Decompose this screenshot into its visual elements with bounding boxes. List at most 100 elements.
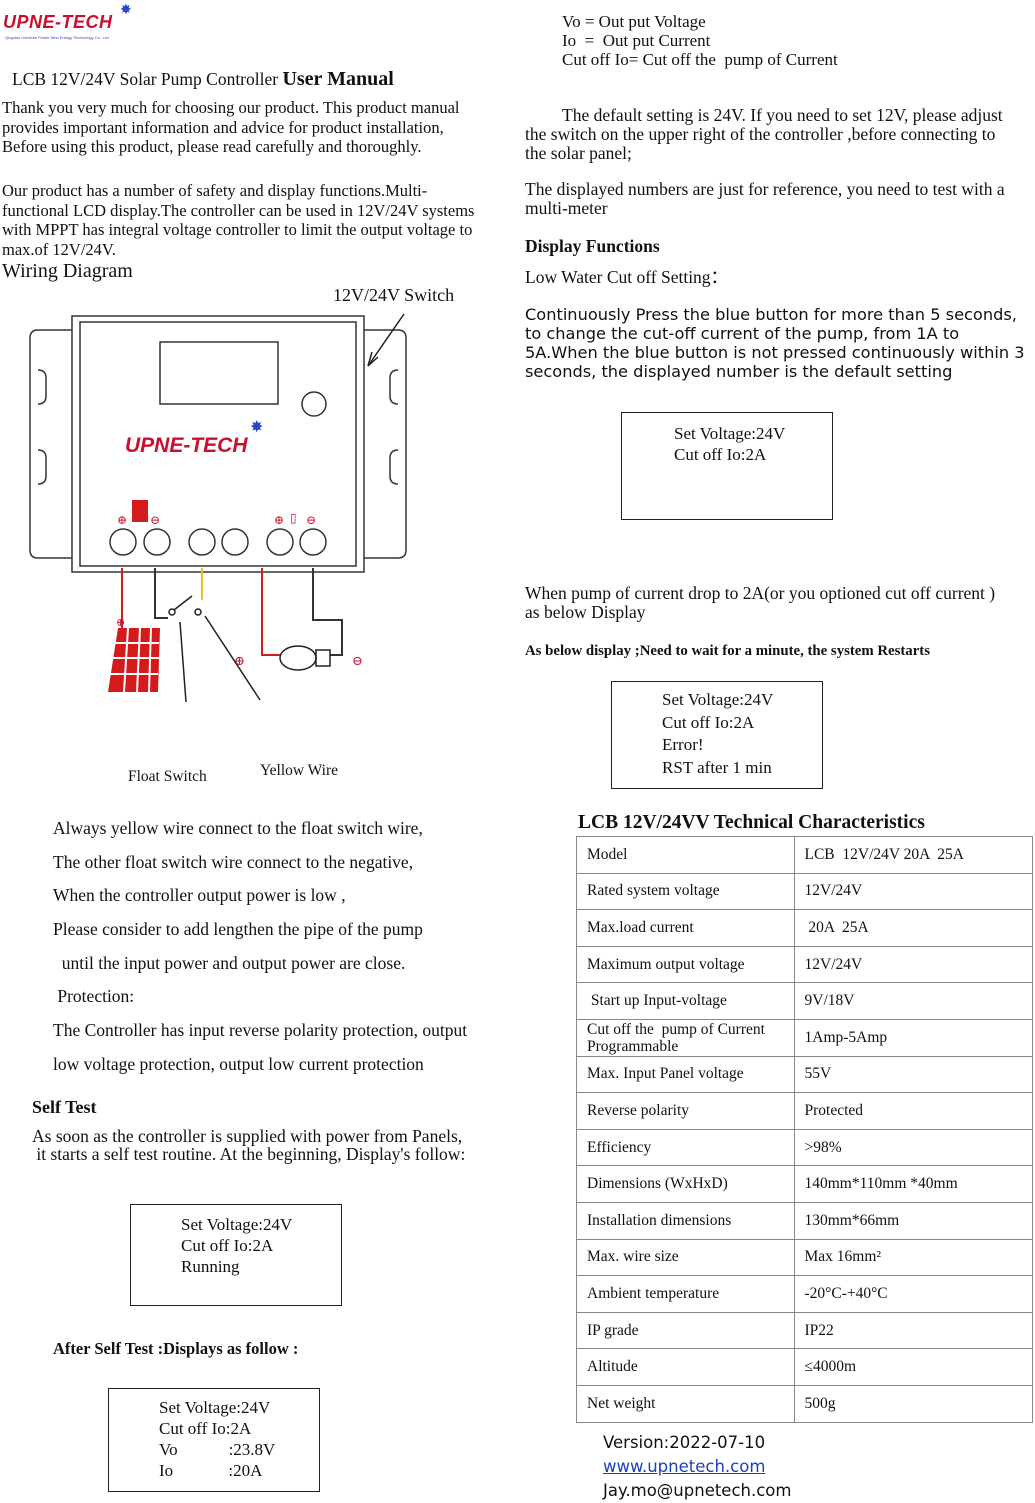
display-line: Cut off Io:2A — [159, 1419, 252, 1438]
title-main: LCB 12V/24V Solar Pump Controller — [12, 69, 283, 89]
device-logo-star-icon: ✸ — [250, 419, 263, 436]
spec-value: 9V/18V — [793, 982, 1033, 1020]
svg-text:⊖: ⊖ — [352, 653, 363, 668]
restart-note: As below display ;Need to wait for a min… — [525, 643, 930, 659]
spec-row: Efficiency>98% — [576, 1128, 1033, 1167]
spec-label: Max. Input Panel voltage — [576, 1055, 795, 1094]
spec-row: Dimensions (WxHxD)140mm*110mm *40mm — [576, 1165, 1033, 1203]
default-setting-text: The default setting is 24V. If you need … — [525, 105, 1003, 163]
svg-text:⊕: ⊕ — [116, 617, 125, 629]
note-line: When the controller output power is low … — [53, 885, 346, 906]
display-line: Set Voltage:24V — [662, 690, 774, 709]
svg-text:⊖: ⊖ — [306, 513, 316, 527]
note-line: low voltage protection, output low curre… — [53, 1053, 424, 1074]
display-line: Set Voltage:24V — [674, 424, 786, 443]
self-test-text-1: As soon as the controller is supplied wi… — [32, 1126, 463, 1146]
spec-row: Max.load current 20A 25A — [576, 909, 1033, 947]
svg-text:▯: ▯ — [290, 511, 297, 525]
switch-label: 12V/24V Switch — [333, 285, 455, 305]
spec-value: 12V/24V — [793, 872, 1033, 911]
wiring-notes: Always yellow wire connect to the float … — [53, 818, 533, 1088]
lcd-screen — [159, 341, 279, 405]
spec-label: Max. wire size — [576, 1238, 795, 1277]
spec-label: Ambient temperature — [576, 1275, 795, 1313]
spec-value: 500g — [793, 1384, 1033, 1423]
spec-value: 55V — [793, 1055, 1033, 1094]
logo-star-icon: ✸ — [120, 3, 132, 18]
display-line: Vo :23.8V — [159, 1440, 276, 1459]
reference-text: The displayed numbers are just for refer… — [525, 179, 1005, 218]
spec-value: >98% — [793, 1128, 1033, 1167]
self-test-heading: Self Test — [32, 1097, 97, 1117]
title-bold: User Manual — [282, 68, 394, 90]
spec-label: Maximum output voltage — [576, 945, 795, 984]
note-line: until the input power and output power a… — [53, 952, 406, 973]
display-line: Set Voltage:24V — [159, 1398, 271, 1417]
version-text: Version:2022-07-10 — [603, 1433, 766, 1452]
note-line: The other float switch wire connect to t… — [53, 851, 414, 872]
wiring-diagram: UPNE-TECH ✸ ⊕⊖ ⊕▯⊖ ⊕ ⊕ ⊖ — [29, 313, 407, 703]
spec-label: Dimensions (WxHxD) — [576, 1165, 795, 1203]
error-display: Set Voltage:24V Cut off Io:2A Error! RST… — [611, 681, 823, 789]
switch-indicator — [132, 500, 148, 522]
yellow-wire-label: Yellow Wire — [260, 762, 339, 779]
spec-value: 20A 25A — [793, 909, 1033, 947]
note-line: Always yellow wire connect to the float … — [53, 818, 423, 838]
spec-value: 140mm*110mm *40mm — [793, 1165, 1033, 1203]
display-functions-heading: Display Functions — [525, 236, 660, 256]
svg-text:⊕: ⊕ — [274, 513, 284, 527]
spec-label: IP grade — [576, 1311, 795, 1350]
logo-text: UPNE-TECH — [3, 12, 113, 32]
display-line: Set Voltage:24V — [181, 1215, 293, 1234]
spec-label: Installation dimensions — [576, 1201, 795, 1240]
note-line: Protection: — [53, 986, 135, 1007]
spec-label: Cut off the pump of Current Programmable — [576, 1018, 795, 1057]
intro-paragraph-1: Thank you very much for choosing our pro… — [2, 98, 460, 156]
spec-label: Efficiency — [576, 1128, 795, 1167]
float-switch-label: Float Switch — [128, 768, 207, 785]
svg-text:⊖: ⊖ — [150, 513, 160, 527]
float-switch — [168, 595, 261, 703]
spec-row: Altitude≤4000m — [576, 1348, 1033, 1386]
wiring-heading: Wiring Diagram — [2, 260, 133, 282]
note-line: The Controller has input reverse polarit… — [53, 1020, 468, 1041]
spec-value: IP22 — [793, 1311, 1033, 1350]
spec-value: -20°C-+40°C — [793, 1275, 1033, 1313]
left-mount-bracket — [29, 329, 72, 559]
logo-subtitle: Qingdao Universe Power New Energy Techno… — [5, 35, 109, 40]
display-line: Running — [181, 1257, 240, 1276]
device-logo: UPNE-TECH — [125, 434, 248, 457]
self-test-text-2: it starts a self test routine. At the be… — [32, 1144, 466, 1164]
spec-label: Altitude — [576, 1348, 795, 1386]
pump-motor — [279, 645, 331, 671]
spec-label: Model — [576, 836, 795, 874]
solar-panel — [108, 627, 160, 693]
email-text[interactable]: Jay.mo@upnetech.com — [603, 1481, 792, 1500]
spec-row: Ambient temperature-20°C-+40°C — [576, 1275, 1033, 1313]
low-water-heading: Low Water Cut off Setting： — [525, 267, 729, 287]
display-line: Cut off Io:2A — [181, 1236, 274, 1255]
controller-body — [71, 315, 365, 573]
spec-value: 12V/24V — [793, 945, 1033, 984]
website-link[interactable]: www.upnetech.com — [603, 1457, 766, 1476]
after-test-display: Set Voltage:24V Cut off Io:2A Vo :23.8V … — [108, 1388, 320, 1492]
display-line: RST after 1 min — [662, 757, 772, 777]
spec-value: 130mm*66mm — [793, 1201, 1033, 1240]
legend-cutoff: Cut off Io= Cut off the pump of Current — [562, 50, 838, 69]
legend: Vo = Out put Voltage Io = Out put Curren… — [562, 12, 838, 69]
spec-value: Protected — [793, 1092, 1033, 1130]
display-line: Io :20A — [159, 1461, 263, 1480]
note-line: Please consider to add lengthen the pipe… — [53, 919, 423, 940]
specs-title: LCB 12V/24VV Technical Characteristics — [578, 812, 925, 833]
spec-label: Rated system voltage — [576, 872, 795, 911]
